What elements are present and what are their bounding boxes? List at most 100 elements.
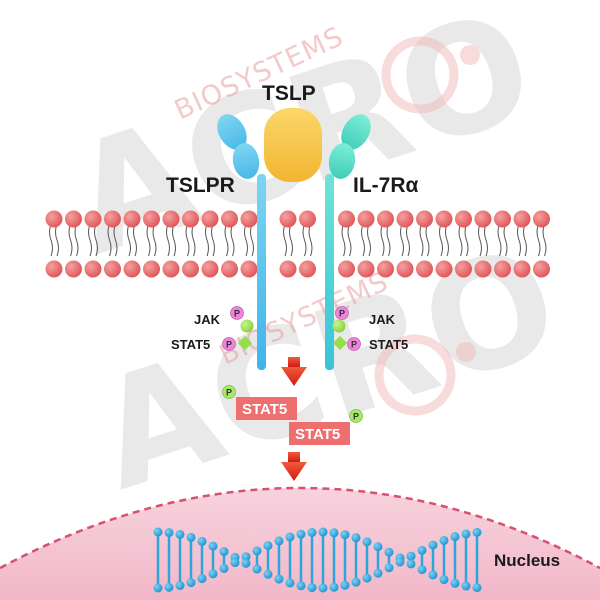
phospho-icon	[335, 306, 349, 320]
watermark-ring-2	[374, 334, 456, 416]
lipid-tail	[230, 223, 235, 257]
lipid-tail	[400, 223, 404, 257]
lipid-tail	[146, 223, 151, 257]
tslpr-domain-1	[217, 114, 247, 150]
lipid-head	[396, 260, 414, 278]
nucleus-label: Nucleus	[494, 551, 560, 570]
down-arrow-icon	[281, 357, 307, 386]
lipid-tail	[68, 223, 73, 257]
lipid-tail	[49, 223, 53, 257]
jak-left-icon	[240, 319, 254, 333]
lipid-tail	[458, 223, 463, 257]
lipid-tail	[172, 223, 176, 257]
lipid-tail	[211, 223, 215, 257]
dna-node	[285, 578, 295, 588]
dna-node	[296, 581, 306, 591]
dna-node	[450, 578, 460, 588]
dna-node	[461, 581, 471, 591]
tslpr-label: TSLPR	[166, 174, 235, 197]
tslpr-transmembrane	[257, 174, 266, 370]
dna-node	[219, 563, 229, 573]
lipid-head	[435, 260, 453, 278]
dna-node	[307, 583, 317, 593]
lipid-head	[455, 260, 472, 278]
lipid-head	[123, 260, 141, 278]
lipid-tail	[497, 223, 502, 257]
dna-node	[340, 530, 350, 540]
lipid-head	[201, 260, 219, 278]
watermark-dot-2	[456, 342, 476, 362]
tslp-label: TSLP	[262, 82, 316, 105]
phospho-label: P	[226, 340, 232, 350]
phospho-icon	[347, 337, 361, 351]
lipid-tail	[380, 223, 385, 257]
dna-node	[164, 528, 174, 538]
dna-node	[384, 547, 394, 557]
lipid-tail	[283, 223, 287, 257]
dna-node	[439, 535, 449, 545]
dna-node	[274, 536, 284, 546]
lipid-head	[455, 210, 472, 228]
lipid-head	[357, 260, 375, 278]
lipid-head	[240, 260, 258, 278]
dna-node	[208, 569, 218, 579]
lipid-head	[513, 210, 531, 228]
lipid-tail	[113, 223, 118, 257]
dna-node	[329, 582, 339, 592]
lipid-head	[221, 260, 238, 278]
dna-node	[340, 580, 350, 590]
lipid-head	[299, 260, 316, 278]
jak-right-icon	[332, 319, 346, 333]
dna-node	[428, 570, 438, 580]
phospho-label: P	[234, 309, 240, 319]
lipid-tail	[289, 223, 293, 257]
lipid-head	[338, 260, 355, 278]
lipid-tail	[133, 223, 137, 257]
dna-node	[175, 581, 185, 591]
dna-node	[296, 529, 306, 539]
dna-node	[263, 569, 273, 579]
dna-node	[318, 583, 328, 593]
dna-node	[417, 545, 427, 555]
dna-node	[417, 565, 427, 575]
dna-node	[384, 563, 394, 573]
lipid-head	[123, 210, 141, 228]
lipid-head	[513, 260, 531, 278]
lipid-tail	[341, 223, 346, 257]
dna-node	[373, 542, 383, 552]
dna-node	[373, 568, 383, 578]
phospho-label: P	[353, 412, 359, 422]
lipid-tail	[224, 223, 229, 257]
lipid-head	[45, 210, 63, 228]
dna-node	[461, 529, 471, 539]
dna-node	[263, 541, 273, 551]
phospho-icon	[230, 306, 244, 320]
stat5-dimer-top	[236, 397, 297, 420]
lipid-head	[533, 260, 550, 278]
dna-node	[406, 559, 416, 569]
lipid-head	[533, 210, 550, 228]
dna-node	[197, 536, 207, 546]
lipid-head	[221, 210, 238, 228]
lipid-tail	[542, 223, 547, 257]
lipid-tail	[308, 223, 313, 257]
lipid-tail	[503, 223, 508, 257]
dna-node	[472, 583, 482, 593]
stat5-left-label: STAT5	[171, 337, 210, 352]
lipid-tail	[361, 223, 365, 257]
lipid-head	[396, 210, 414, 228]
lipid-tail	[127, 223, 131, 257]
stat5-right-icon	[332, 335, 348, 351]
il7ra-domain-1	[341, 114, 371, 150]
lipid-head	[377, 210, 394, 228]
phospho-label: P	[351, 340, 357, 350]
phospho-icon	[222, 385, 236, 399]
dna-node	[285, 532, 295, 542]
dna-node	[362, 537, 372, 547]
dna-node	[241, 558, 251, 568]
lipid-tail	[464, 223, 469, 257]
lipid-tail	[74, 223, 79, 257]
dna-node	[252, 564, 262, 574]
lipid-head	[65, 210, 82, 228]
lipid-head	[416, 210, 433, 228]
